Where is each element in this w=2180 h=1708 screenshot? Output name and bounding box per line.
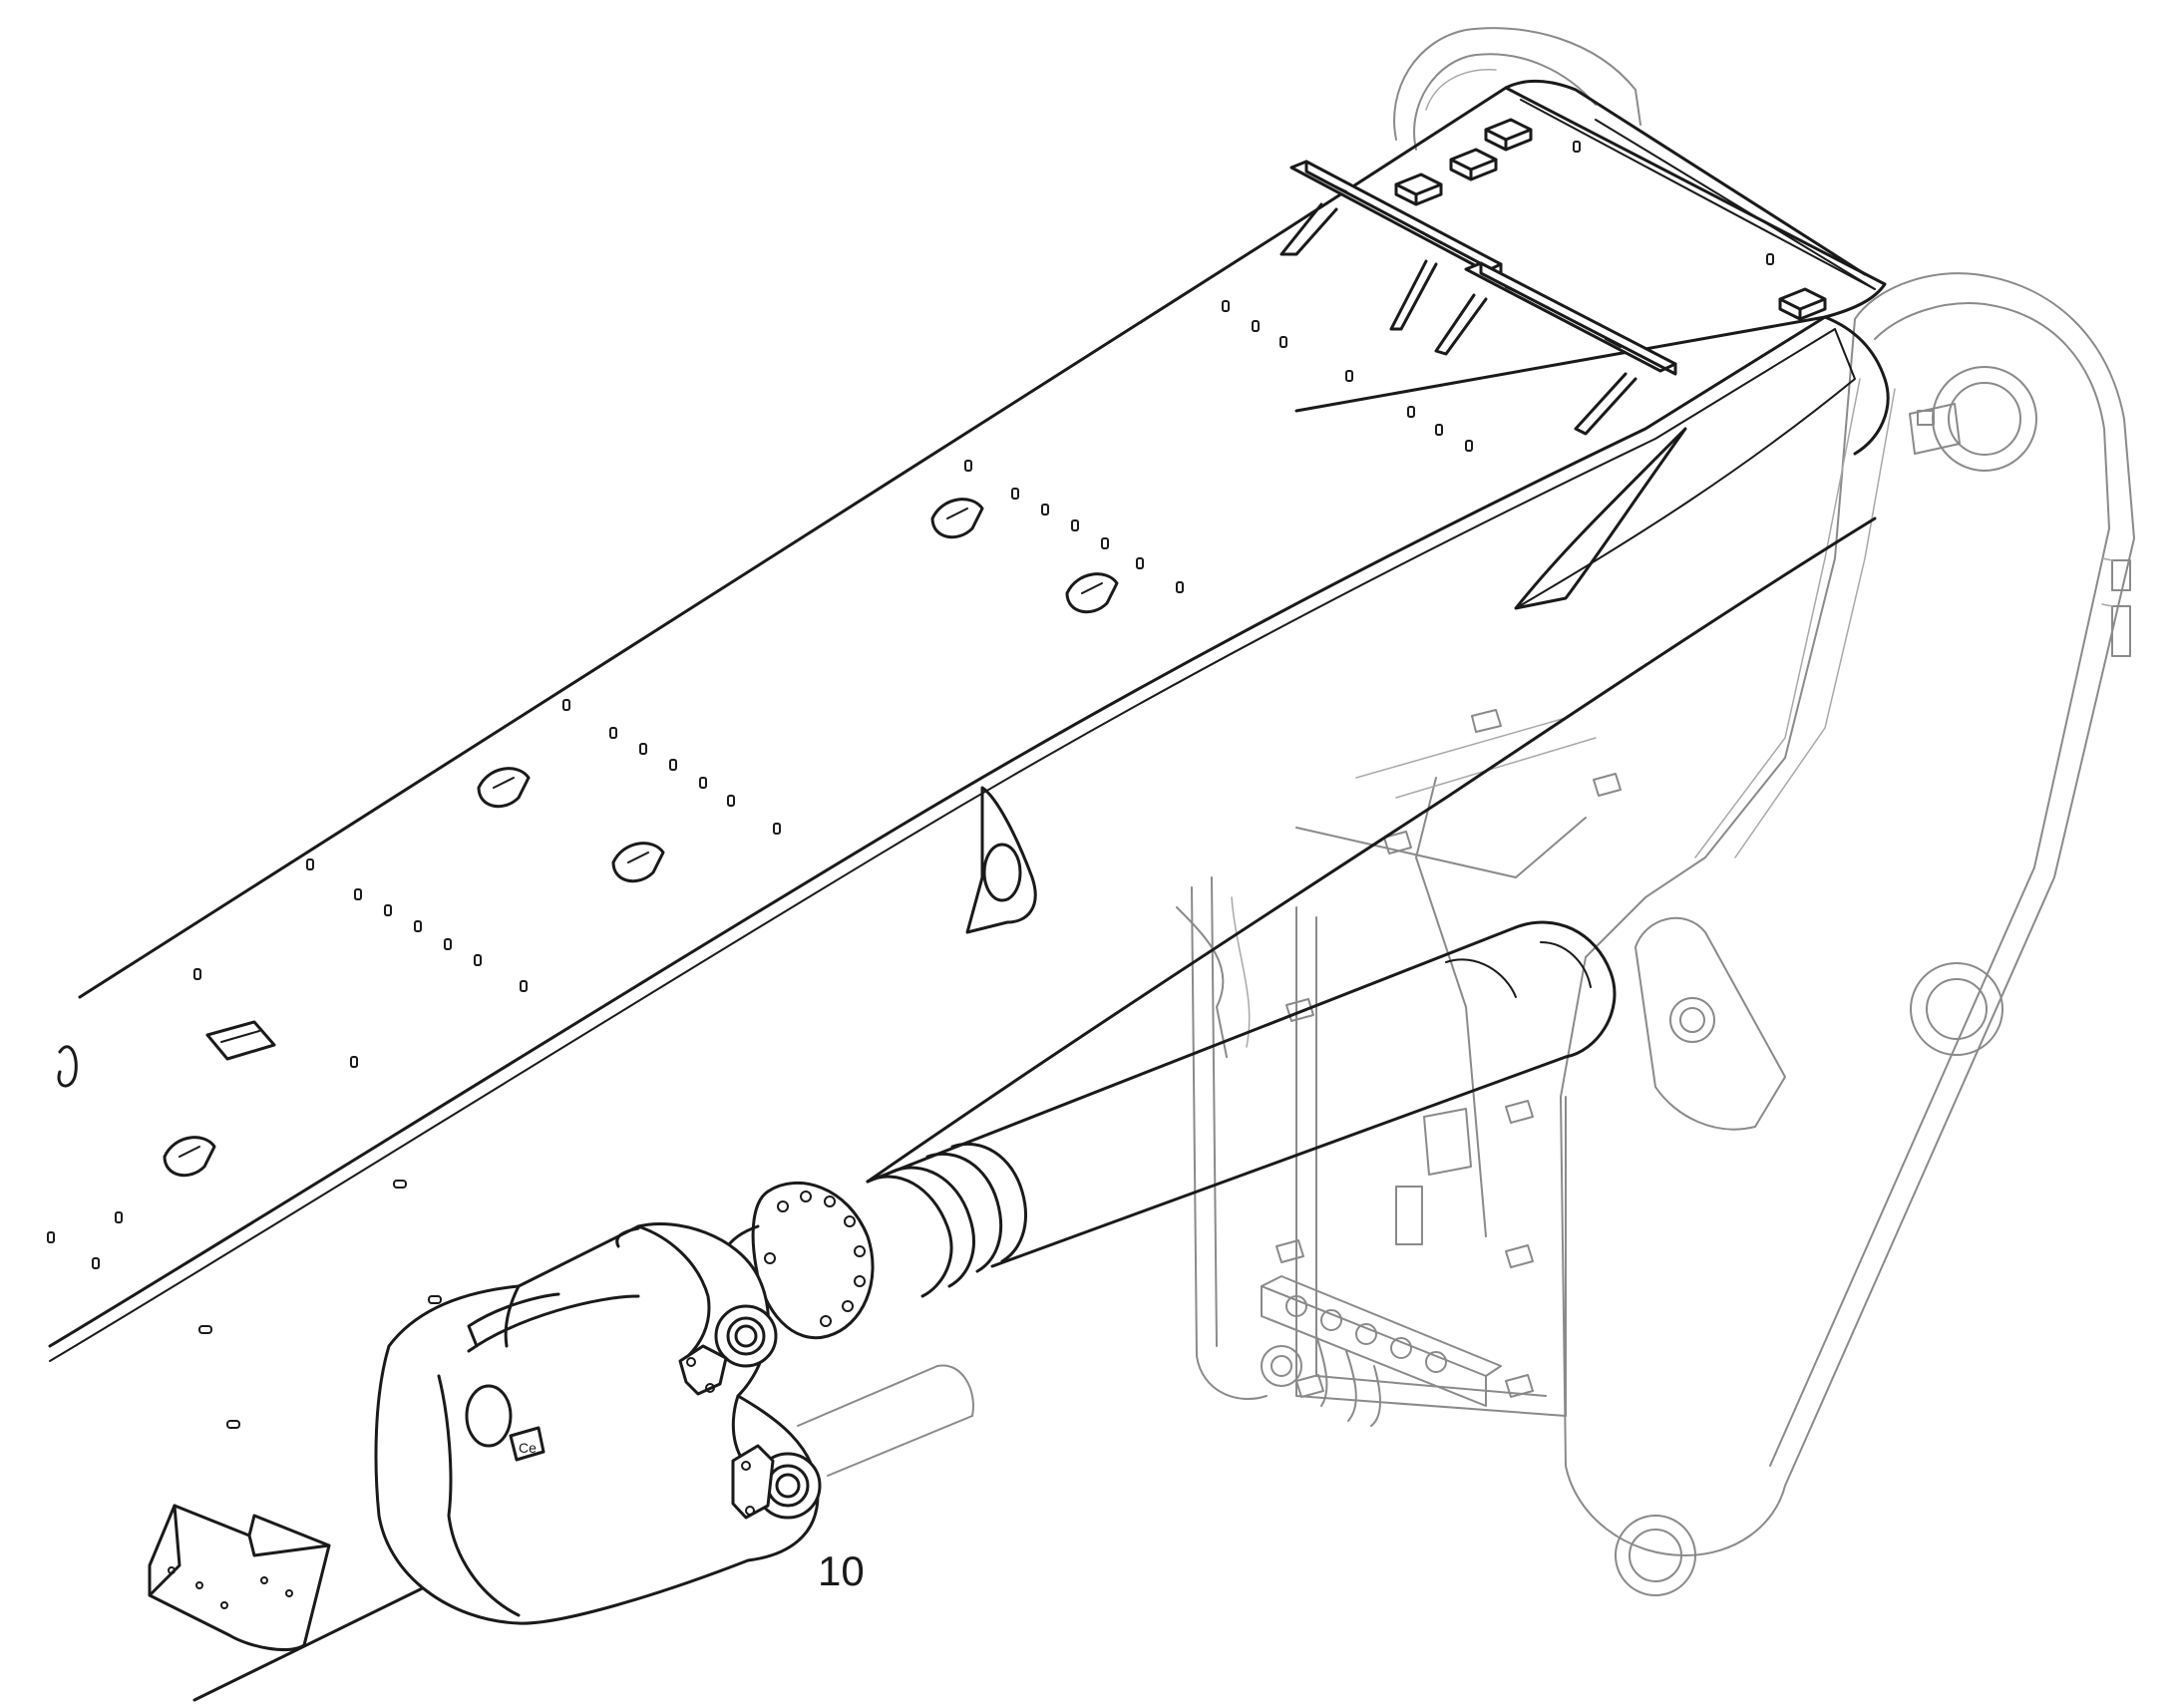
boom-center-edge bbox=[48, 315, 1827, 1348]
boom-bottom-edge bbox=[192, 1573, 451, 1702]
boom-top-attachments bbox=[47, 118, 1827, 1429]
hydraulic-cylinder bbox=[715, 920, 1617, 1340]
left-mast-channel bbox=[1176, 777, 1487, 1401]
boom-top-edge bbox=[78, 79, 1867, 999]
lower-cylinder-rod bbox=[797, 1364, 974, 1477]
hose-manifold-bar bbox=[1261, 1275, 1502, 1427]
side-lug-plate bbox=[965, 786, 1037, 934]
cylinder-mount-bracket: Ce bbox=[374, 1221, 822, 1625]
rear-top-pin-hub bbox=[1393, 27, 1641, 151]
bolt-heads bbox=[47, 141, 1774, 1429]
cylinder-flange bbox=[751, 1182, 875, 1340]
ghosted-frame-structure bbox=[797, 27, 2135, 1596]
callout-label: 10 bbox=[818, 1547, 865, 1594]
right-side-plate bbox=[1560, 272, 2135, 1596]
svg-text:Ce: Ce bbox=[519, 1440, 537, 1456]
guard-plate bbox=[148, 1504, 331, 1652]
lifting-lugs bbox=[57, 498, 1119, 1178]
boom-arm bbox=[48, 79, 1890, 1702]
carriage-box bbox=[1275, 709, 1622, 1417]
